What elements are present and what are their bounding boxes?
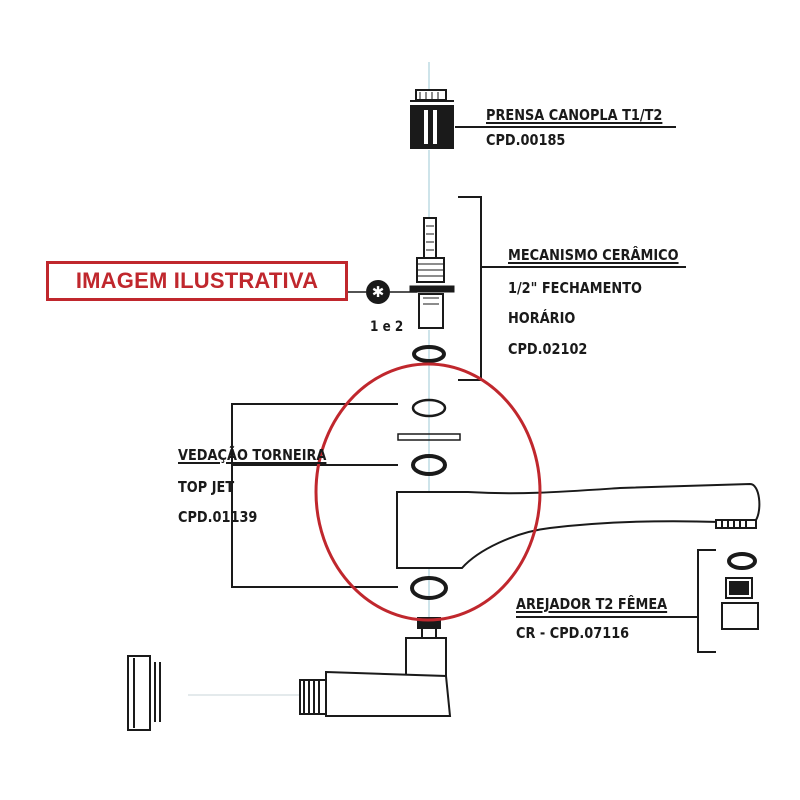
badge-text: IMAGEM ILUSTRATIVA bbox=[75, 268, 319, 293]
assembly-axis bbox=[188, 62, 430, 696]
arejador-part bbox=[721, 577, 759, 630]
mecanismo-code: CPD.02102 bbox=[508, 340, 588, 358]
asterisk-glyph: ✱ bbox=[371, 283, 385, 301]
arejador-code: CR - CPD.07116 bbox=[516, 624, 630, 642]
leader-lines bbox=[231, 126, 716, 653]
tap-base-part bbox=[299, 637, 452, 717]
asterisk-marker-icon bbox=[348, 280, 417, 304]
marker-label: 1 e 2 bbox=[370, 319, 404, 335]
mecanismo-line3: HORÁRIO bbox=[508, 309, 576, 327]
mecanismo-name: MECANISMO CERÂMICO bbox=[508, 246, 679, 264]
arejador-name: AREJADOR T2 FÊMEA bbox=[516, 595, 668, 613]
vedacao-line2: TOP JET bbox=[178, 478, 235, 496]
vedacao-code: CPD.01139 bbox=[178, 508, 258, 526]
connector-part bbox=[417, 617, 441, 639]
vedacao-name: VEDAÇÃO TORNEIRA bbox=[178, 446, 327, 464]
prensa-name: PRENSA CANOPLA T1/T2 bbox=[486, 106, 663, 124]
mecanismo-ceramico-part bbox=[409, 217, 455, 329]
o-rings bbox=[397, 345, 757, 600]
mecanismo-line2: 1/2" FECHAMENTO bbox=[508, 279, 642, 297]
spout-body-part bbox=[396, 482, 761, 569]
prensa-canopla-part bbox=[410, 89, 454, 149]
canopla-part bbox=[127, 655, 161, 731]
prensa-code: CPD.00185 bbox=[486, 131, 566, 149]
highlight-circle bbox=[314, 362, 542, 622]
illustrative-image-badge: IMAGEM ILUSTRATIVA bbox=[46, 261, 348, 301]
